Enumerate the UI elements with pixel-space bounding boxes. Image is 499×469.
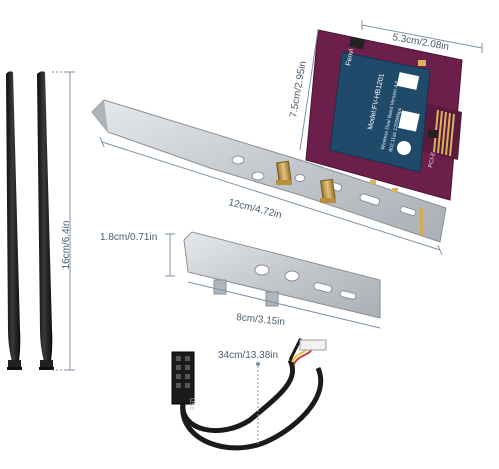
card-brand: Fenvi [345, 48, 355, 67]
cable-length-label: 34cm/13.38in [218, 350, 278, 361]
sma-connector-1 [275, 160, 293, 186]
full-height-bracket [91, 99, 447, 243]
sma-connector-2 [319, 178, 337, 204]
lowprofile-length-dimension [187, 281, 381, 329]
lowprofile-height-dimension [165, 233, 175, 277]
card-height-dimension [299, 29, 319, 151]
lowprofile-length-label: 8cm/3.15in [236, 312, 286, 328]
lowprofile-height-label: 1.8cm/0.71in [100, 232, 157, 243]
antenna-length-label: 16cm/6.4in [61, 221, 72, 270]
card-width-dimension [361, 20, 483, 53]
card-label: Fenvi Model:FV-HB1201 Wireless Dual Band… [329, 48, 431, 173]
bracket-length-dimension [99, 136, 443, 256]
wifi-card: Fenvi Model:FV-HB1201 Wireless Dual Band… [305, 29, 463, 236]
antenna-left [6, 71, 22, 370]
cable-length-dimension [256, 362, 260, 445]
bracket-length-label: 12cm/4.72in [227, 197, 283, 221]
antenna-length-dimension [52, 71, 75, 371]
antenna-right [37, 71, 54, 370]
usb-header-cable: USB [171, 337, 327, 451]
pcie-text: PCI-E [428, 152, 437, 169]
usb-connector-label: USB [188, 398, 194, 410]
low-profile-bracket [183, 231, 381, 319]
